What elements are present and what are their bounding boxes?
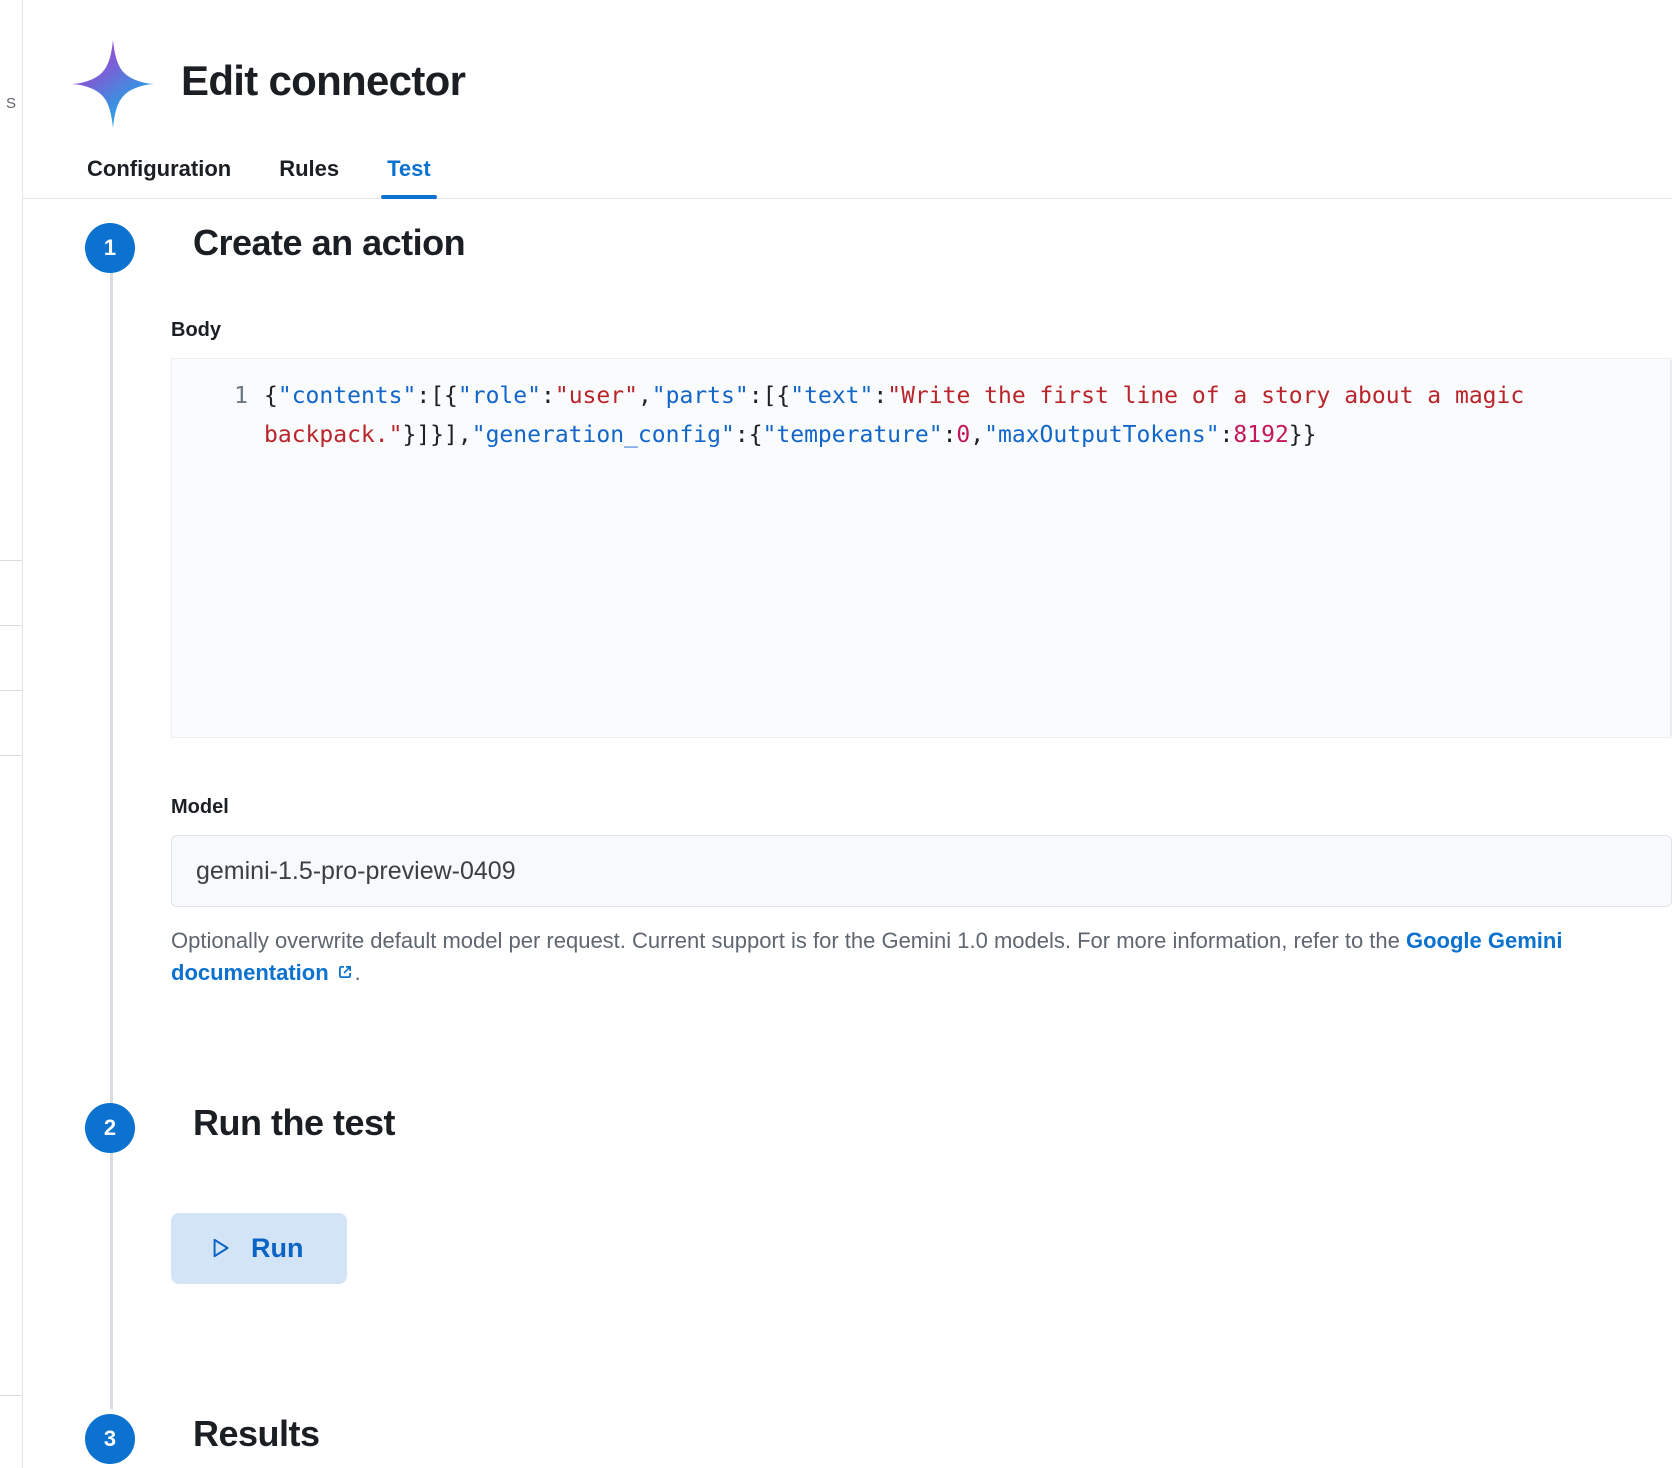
tab-configuration[interactable]: Configuration	[63, 156, 255, 198]
background-page-text: S	[6, 95, 17, 112]
background-divider	[0, 1395, 22, 1396]
step-title-3: Results	[193, 1412, 320, 1454]
step-badge-3: 3	[85, 1413, 135, 1464]
stepper-connector-line	[110, 259, 113, 1409]
editor-code-content[interactable]: {"contents":[{"role":"user","parts":[{"t…	[264, 383, 1539, 448]
gemini-star-icon	[68, 39, 158, 129]
step-1-content: Body 1 {"contents":[{"role":"user","part…	[23, 273, 1672, 1101]
run-button[interactable]: Run	[171, 1212, 348, 1284]
step-run-the-test: 2 Run the test	[23, 1101, 1672, 1153]
model-helper-text-after: .	[354, 959, 361, 985]
body-field-label: Body	[171, 319, 221, 341]
editor-scrollbar[interactable]	[1670, 359, 1671, 737]
background-divider	[0, 560, 22, 561]
model-field-label: Model	[171, 796, 229, 818]
step-title-2: Run the test	[193, 1101, 396, 1143]
model-input[interactable]	[171, 835, 1672, 907]
model-helper-text-before: Optionally overwrite default model per r…	[171, 928, 1406, 953]
edit-connector-panel: Edit connector Configuration Rules Test …	[22, 0, 1672, 1468]
tab-bar: Configuration Rules Test	[23, 130, 1672, 199]
link-label: Google Gemini documentation	[171, 928, 1563, 985]
step-badge-1: 1	[85, 223, 135, 273]
step-2-content: Run	[23, 1153, 1672, 1412]
tab-rules[interactable]: Rules	[255, 156, 363, 198]
play-icon	[213, 1239, 229, 1258]
step-create-an-action: 1 Create an action	[23, 221, 1672, 273]
panel-header: Edit connector	[23, 0, 1672, 130]
model-helper-text: Optionally overwrite default model per r…	[171, 925, 1571, 989]
external-link-icon	[338, 965, 351, 978]
background-divider	[0, 755, 22, 756]
background-divider	[0, 690, 22, 691]
run-button-label: Run	[251, 1232, 304, 1263]
background-divider	[0, 625, 22, 626]
page-title: Edit connector	[181, 57, 466, 104]
background-page-sliver: S	[0, 0, 22, 1468]
step-results: 3 Results	[23, 1412, 1672, 1464]
google-gemini-documentation-link[interactable]: Google Gemini documentation	[171, 928, 1562, 985]
editor-line-numbers: 1	[234, 383, 248, 409]
body-code-editor[interactable]: 1 {"contents":[{"role":"user","parts":[{…	[171, 358, 1672, 738]
step-title-1: Create an action	[193, 222, 466, 263]
test-stepper: 1 Create an action Body 1 {"contents":[{…	[23, 199, 1672, 1464]
tab-test[interactable]: Test	[363, 156, 455, 199]
step-badge-2: 2	[85, 1102, 135, 1153]
